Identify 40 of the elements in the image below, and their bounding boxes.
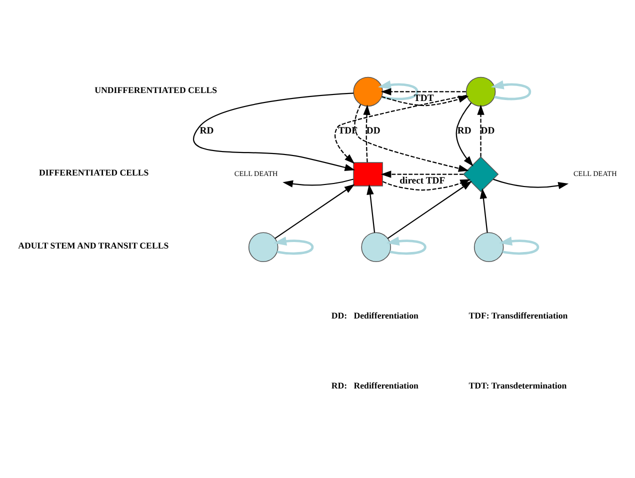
edge-label: RD: [200, 124, 214, 136]
node-circle: [353, 76, 383, 106]
label: DIFFERENTIATED CELLS: [39, 167, 149, 178]
arrow: [382, 95, 469, 106]
edge-label: direct TDF: [400, 175, 446, 186]
arrow: [366, 184, 376, 232]
node-circle: [466, 76, 496, 106]
edge-label: DD: [366, 124, 380, 136]
node-box: [353, 162, 383, 186]
node-circle: [474, 232, 504, 262]
edge-label: TDF: [338, 124, 358, 136]
edge-label: RD: [457, 124, 472, 136]
arrow: [380, 170, 464, 178]
arrow: [380, 88, 466, 95]
arrow: [354, 104, 469, 172]
arrow: [499, 236, 540, 254]
edge-label: DD: [480, 124, 495, 136]
arrow: [490, 80, 532, 100]
label: TDF: Transdifferentiation: [468, 310, 568, 320]
arrow: [363, 104, 370, 162]
edge-label: TDT: [414, 92, 434, 104]
node-circle: [248, 232, 278, 262]
arrow: [282, 178, 354, 187]
arrow: [274, 184, 355, 238]
arrow: [193, 92, 356, 171]
arrow: [493, 178, 569, 189]
label: DD: Dedifferentiation: [331, 310, 418, 320]
arrow: [456, 102, 474, 166]
arrow: [477, 104, 484, 156]
arrow: [386, 236, 426, 254]
arrow: [274, 236, 314, 254]
node-circle: [361, 232, 391, 262]
label: UNDIFFERENTIATED CELLS: [94, 84, 218, 95]
arrow: [334, 94, 467, 164]
arrow: [378, 80, 418, 100]
arrow: [480, 188, 488, 232]
label: TDT: Transdetermination: [468, 380, 567, 390]
arrow: [387, 180, 472, 238]
label: ADULT STEM AND TRANSIT CELLS: [18, 240, 169, 250]
label: RD: Redifferentiation: [331, 380, 418, 390]
